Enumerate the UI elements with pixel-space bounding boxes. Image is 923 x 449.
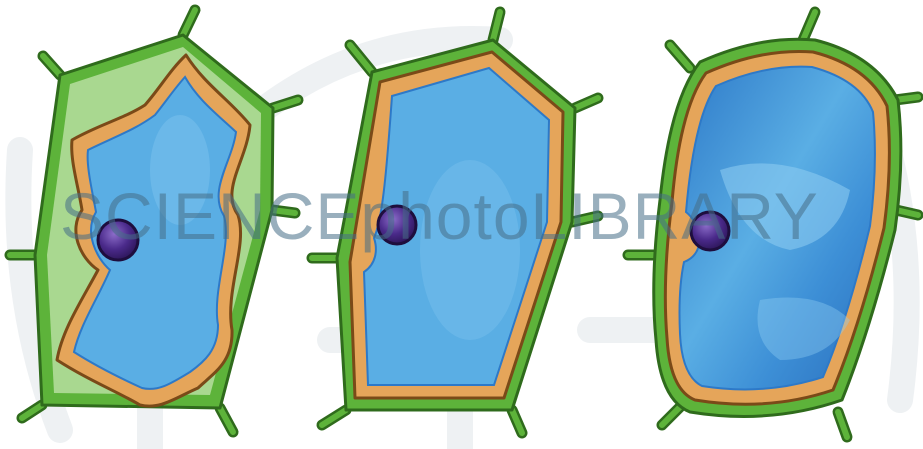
cell-plasmolysed	[10, 10, 298, 432]
vacuole-highlight	[150, 115, 210, 225]
cell-turgid	[628, 12, 918, 437]
vacuole-highlight	[420, 160, 520, 340]
nucleus	[691, 212, 729, 250]
nucleus	[378, 206, 416, 244]
nucleus	[98, 220, 138, 260]
cell-flaccid	[312, 12, 598, 433]
